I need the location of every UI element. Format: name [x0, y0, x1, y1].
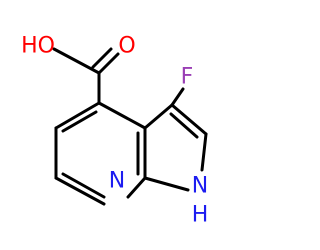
bond-carboxyl-c-to-oh — [52, 47, 101, 75]
bond-c4-c5-outer — [54, 101, 101, 130]
hydroxyl-label: HO — [21, 34, 55, 59]
carbonyl-oxygen-label: O — [118, 34, 135, 59]
bond-carboxyl-c-to-o-a — [97, 52, 120, 75]
pyrrole-hydrogen-label: H — [192, 203, 209, 228]
chemical-structure: HO O F N N H — [21, 34, 208, 228]
pyrrole-nitrogen-label: N — [192, 174, 208, 199]
bond-c3-c2-outer — [170, 103, 208, 136]
bond-layer — [52, 47, 208, 206]
bond-c3-f — [170, 87, 185, 107]
pyridine-nitrogen-label: N — [109, 169, 125, 194]
bond-c3-c2-inner — [169, 112, 199, 139]
bond-n1-c7a — [143, 176, 190, 192]
bond-c6-n7-inner — [61, 172, 106, 199]
atom-label-layer: HO O F N N H — [21, 34, 208, 228]
bond-c4-c3a — [97, 101, 147, 130]
bond-c4-c5-inner — [61, 110, 98, 133]
fluorine-label: F — [181, 65, 194, 90]
bond-n7-c7a — [126, 176, 147, 199]
molecule-canvas: HO O F N N H — [21, 33, 209, 228]
bond-c6-n7-outer — [54, 176, 106, 206]
bond-carboxyl-c-to-o-b — [91, 47, 113, 69]
bond-c2-n1 — [200, 132, 208, 172]
bond-c3a-c3 — [143, 103, 174, 130]
